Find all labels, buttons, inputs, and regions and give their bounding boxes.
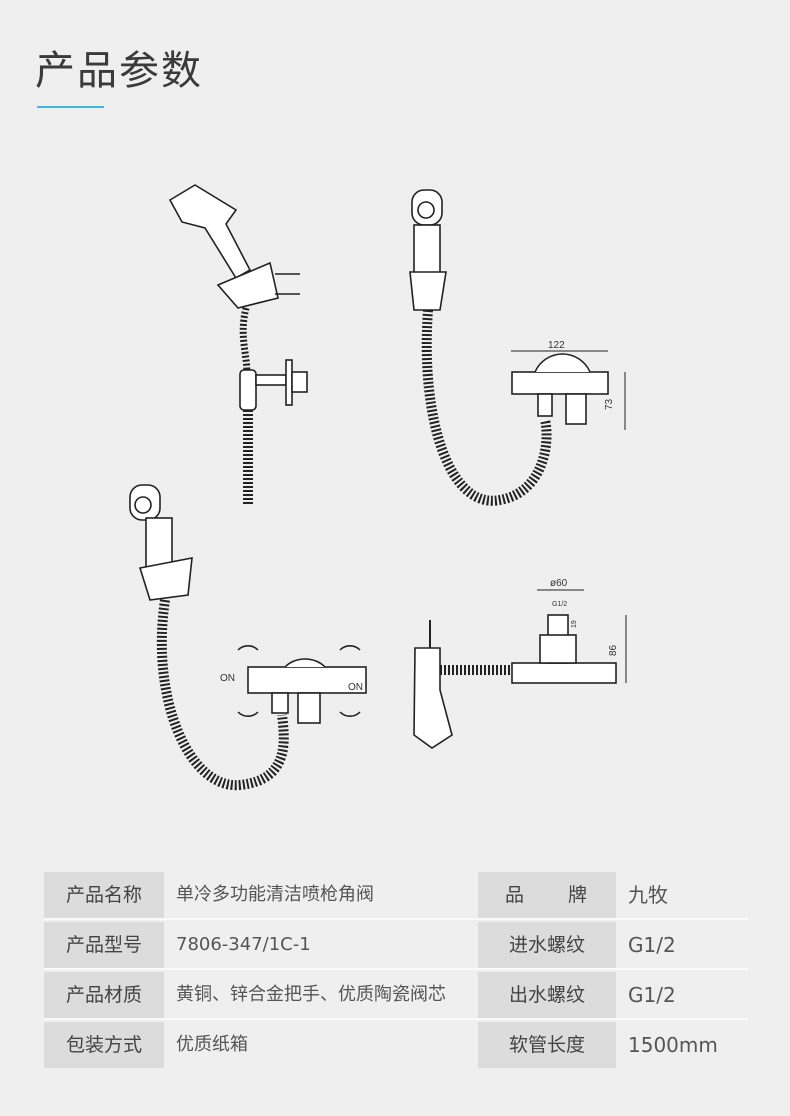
dimension-width: 122 [548, 340, 565, 351]
spec-key: 产品材质 [44, 972, 164, 1018]
dimension-86: 86 [608, 644, 619, 656]
spec-value: G1/2 [628, 983, 676, 1007]
dimension-height: 73 [604, 398, 615, 410]
spec-key: 产品名称 [44, 872, 164, 918]
on-label-right: ON [348, 682, 363, 693]
spray-gun-side-view [168, 184, 308, 505]
product-diagram: ON ON 122 73 ø60 G1/2 19 86 [129, 184, 627, 791]
spec-value: 黄铜、锌合金把手、优质陶瓷阀芯 [176, 984, 446, 1005]
spec-key: 软管长度 [478, 1022, 616, 1068]
row-divider [44, 918, 748, 920]
spec-value: 1500mm [628, 1033, 718, 1057]
spec-value: G1/2 [628, 933, 676, 957]
on-label-left: ON [220, 673, 235, 684]
spec-value: 优质纸箱 [176, 1034, 248, 1055]
spec-value: 单冷多功能清洁喷枪角阀 [176, 884, 374, 905]
spec-key: 包装方式 [44, 1022, 164, 1068]
spec-value: 7806-347/1C-1 [176, 934, 311, 955]
dimension-19: 19 [571, 620, 578, 628]
dimension-thread: G1/2 [552, 601, 567, 608]
page-title: 产品参数 [35, 48, 203, 94]
spec-key: 进水螺纹 [478, 922, 616, 968]
spray-gun-front-view [409, 189, 626, 506]
valve-side-view [413, 589, 627, 749]
spec-row: 产品名称 单冷多功能清洁喷枪角阀 品 牌 九牧 [44, 872, 748, 920]
spec-key: 出水螺纹 [478, 972, 616, 1018]
dimension-diameter: ø60 [550, 578, 568, 589]
title-underline [37, 106, 104, 108]
row-divider [44, 968, 748, 970]
spec-value: 九牧 [628, 883, 668, 907]
spec-key: 品 牌 [478, 872, 616, 918]
spec-key: 产品型号 [44, 922, 164, 968]
spec-row: 包装方式 优质纸箱 软管长度 1500mm [44, 1022, 748, 1068]
spec-row: 产品型号 7806-347/1C-1 进水螺纹 G1/2 [44, 922, 748, 970]
spec-table: 产品名称 单冷多功能清洁喷枪角阀 品 牌 九牧 产品型号 7806-347/1C… [44, 872, 748, 1072]
spec-row: 产品材质 黄铜、锌合金把手、优质陶瓷阀芯 出水螺纹 G1/2 [44, 972, 748, 1020]
spray-gun-with-valve [129, 484, 367, 791]
row-divider [44, 1018, 748, 1020]
